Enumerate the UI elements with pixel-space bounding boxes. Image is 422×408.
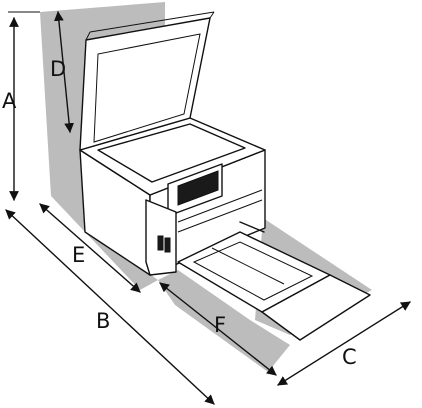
lid-edge-corner — [209, 11, 215, 19]
dimension-lines — [5, 11, 411, 405]
dim-label-e: E — [72, 243, 85, 267]
dim-label-f: F — [214, 313, 226, 337]
ink-window-2 — [164, 237, 171, 253]
dim-label-a: A — [2, 89, 17, 113]
lid-edge — [85, 31, 91, 41]
cassette-handle — [239, 221, 265, 233]
dim-d-line — [54, 11, 74, 133]
scanner-glass — [97, 123, 246, 183]
printer-illustration — [79, 11, 371, 341]
paper-guide — [211, 247, 285, 285]
dim-c-line — [277, 301, 411, 386]
dim-f-line — [159, 282, 277, 376]
ink-window-1 — [157, 235, 164, 251]
display-screen-icon — [177, 170, 219, 206]
dim-label-d: D — [50, 57, 66, 81]
dim-label-c: C — [342, 345, 357, 369]
dim-label-b: B — [96, 309, 110, 333]
scanner-lid-inner — [93, 33, 201, 143]
lid-edge-top — [89, 11, 215, 33]
dim-e-line — [39, 203, 141, 293]
